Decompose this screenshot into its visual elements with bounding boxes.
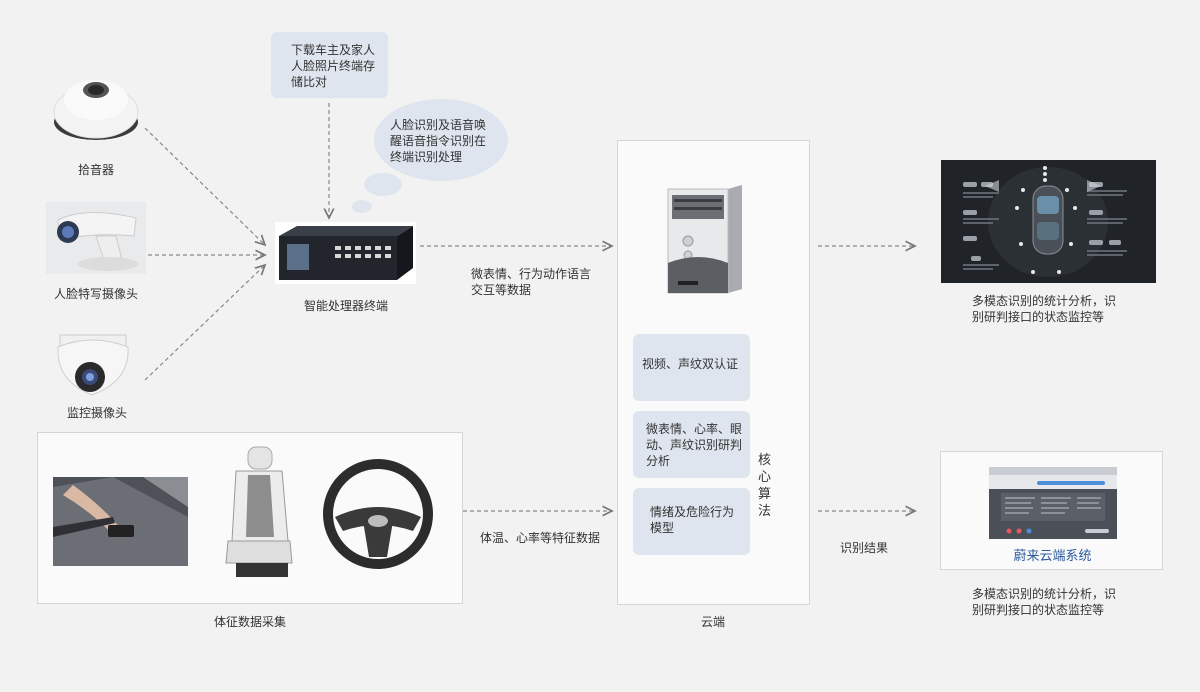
microphone-icon <box>53 80 139 140</box>
algo-box-analysis: 微表情、心率、眼动、声纹识别研判分析 <box>633 411 750 478</box>
recognize-bubble: 人脸识别及语音唤醒语音指令识别在终端识别处理 <box>374 99 508 181</box>
server-tower <box>666 185 744 295</box>
monitor-camera-device <box>52 325 132 401</box>
processor-device <box>275 222 416 284</box>
steering-wheel-icon <box>323 459 433 569</box>
thought-dot-large <box>364 173 402 196</box>
cloud-system-name: 蔚来云端系统 <box>1013 549 1092 564</box>
face-camera-icon <box>57 212 138 271</box>
car-seat-icon <box>225 446 293 577</box>
body-collection-label: 体征数据采集 <box>213 615 286 629</box>
face-camera-device <box>46 202 146 274</box>
algo-box-emotion-model-text: 情绪及危险行为模型 <box>650 505 735 535</box>
cloud-system-ui-icon <box>989 467 1117 539</box>
cloud-system-screenshot <box>989 467 1117 539</box>
face-camera-label: 人脸特写摄像头 <box>53 287 138 301</box>
algo-box-emotion-model: 情绪及危险行为模型 <box>633 488 750 555</box>
car-seat-photo <box>218 445 298 585</box>
processor-icon <box>279 226 413 280</box>
server-icon <box>667 185 742 294</box>
thought-dot-small <box>352 200 372 213</box>
body-to-cloud-label: 体温、心率等特征数据 <box>480 531 601 545</box>
steering-wheel-photo <box>323 459 433 569</box>
cloud-system-panel: 蔚来云端系统 <box>940 451 1163 570</box>
monitoring-dashboard-image <box>941 160 1156 283</box>
algo-box-dual-auth: 视频、声纹双认证 <box>633 334 750 401</box>
microphone-label: 拾音器 <box>77 163 114 177</box>
cloud-label: 云端 <box>700 615 725 629</box>
download-bubble-text: 下载车主及家人人脸照片终端存储比对 <box>291 43 376 89</box>
processor-label: 智能处理器终端 <box>303 299 388 313</box>
bottom-output-caption: 多模态识别的统计分析，识别研判接口的状态监控等 <box>972 587 1117 617</box>
dome-camera-icon <box>57 334 129 396</box>
seatbelt-image-icon <box>53 477 188 566</box>
core-algorithm-label: 核心算法 <box>758 453 772 519</box>
body-collection-panel <box>37 432 463 604</box>
arrow-mic-to-processor <box>144 127 265 245</box>
arrow-monitor-to-processor <box>144 265 265 381</box>
cloud-panel: 视频、声纹双认证 微表情、心率、眼动、声纹识别研判分析 情绪及危险行为模型 核心… <box>617 140 810 605</box>
result-label: 识别结果 <box>839 541 888 555</box>
recognize-bubble-text: 人脸识别及语音唤醒语音指令识别在终端识别处理 <box>390 118 487 164</box>
algo-box-dual-auth-text: 视频、声纹双认证 <box>642 357 739 371</box>
processor-to-cloud-label: 微表情、行为动作语言交互等数据 <box>471 267 592 297</box>
microphone-device <box>52 70 140 146</box>
top-output-caption: 多模态识别的统计分析，识别研判接口的状态监控等 <box>972 294 1117 324</box>
algo-box-analysis-text: 微表情、心率、眼动、声纹识别研判分析 <box>646 422 743 468</box>
car-status-dashboard-icon <box>941 160 1156 283</box>
seatbelt-photo <box>53 477 188 566</box>
download-bubble: 下载车主及家人人脸照片终端存储比对 <box>271 32 388 98</box>
monitor-camera-label: 监控摄像头 <box>66 406 127 420</box>
